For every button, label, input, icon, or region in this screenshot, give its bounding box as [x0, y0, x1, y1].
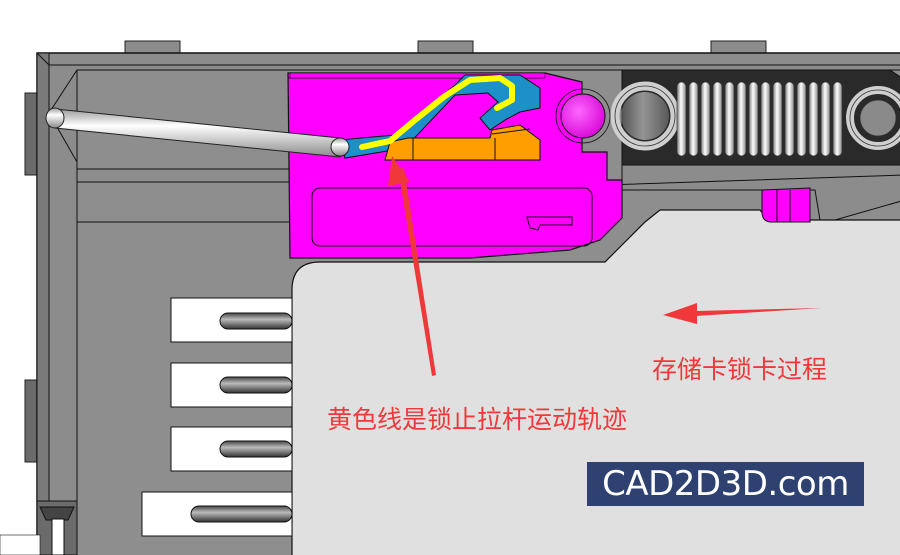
- spring-anchor-knob: [560, 93, 606, 139]
- card-insert-direction-arrow: [663, 303, 822, 324]
- tension-spring: [610, 81, 900, 157]
- lock-lever-rod: [45, 107, 350, 158]
- housing-side-tabs: [24, 92, 38, 463]
- motion-track-line: [359, 75, 515, 150]
- contact-pins: [141, 297, 293, 537]
- lock-cam: [384, 124, 541, 161]
- watermark: CAD2D3D.com: [587, 462, 864, 506]
- corner-latch: [0, 500, 78, 555]
- track-pointer-arrow: [388, 156, 436, 376]
- lock-slider: [287, 72, 623, 259]
- direction-mark: [526, 216, 573, 231]
- process-label: 存储卡锁卡过程: [652, 355, 828, 384]
- spring-coils: [676, 81, 843, 157]
- track-label: 黄色线是锁止拉杆运动轨迹: [327, 405, 628, 434]
- housing-top-tabs: [124, 40, 767, 54]
